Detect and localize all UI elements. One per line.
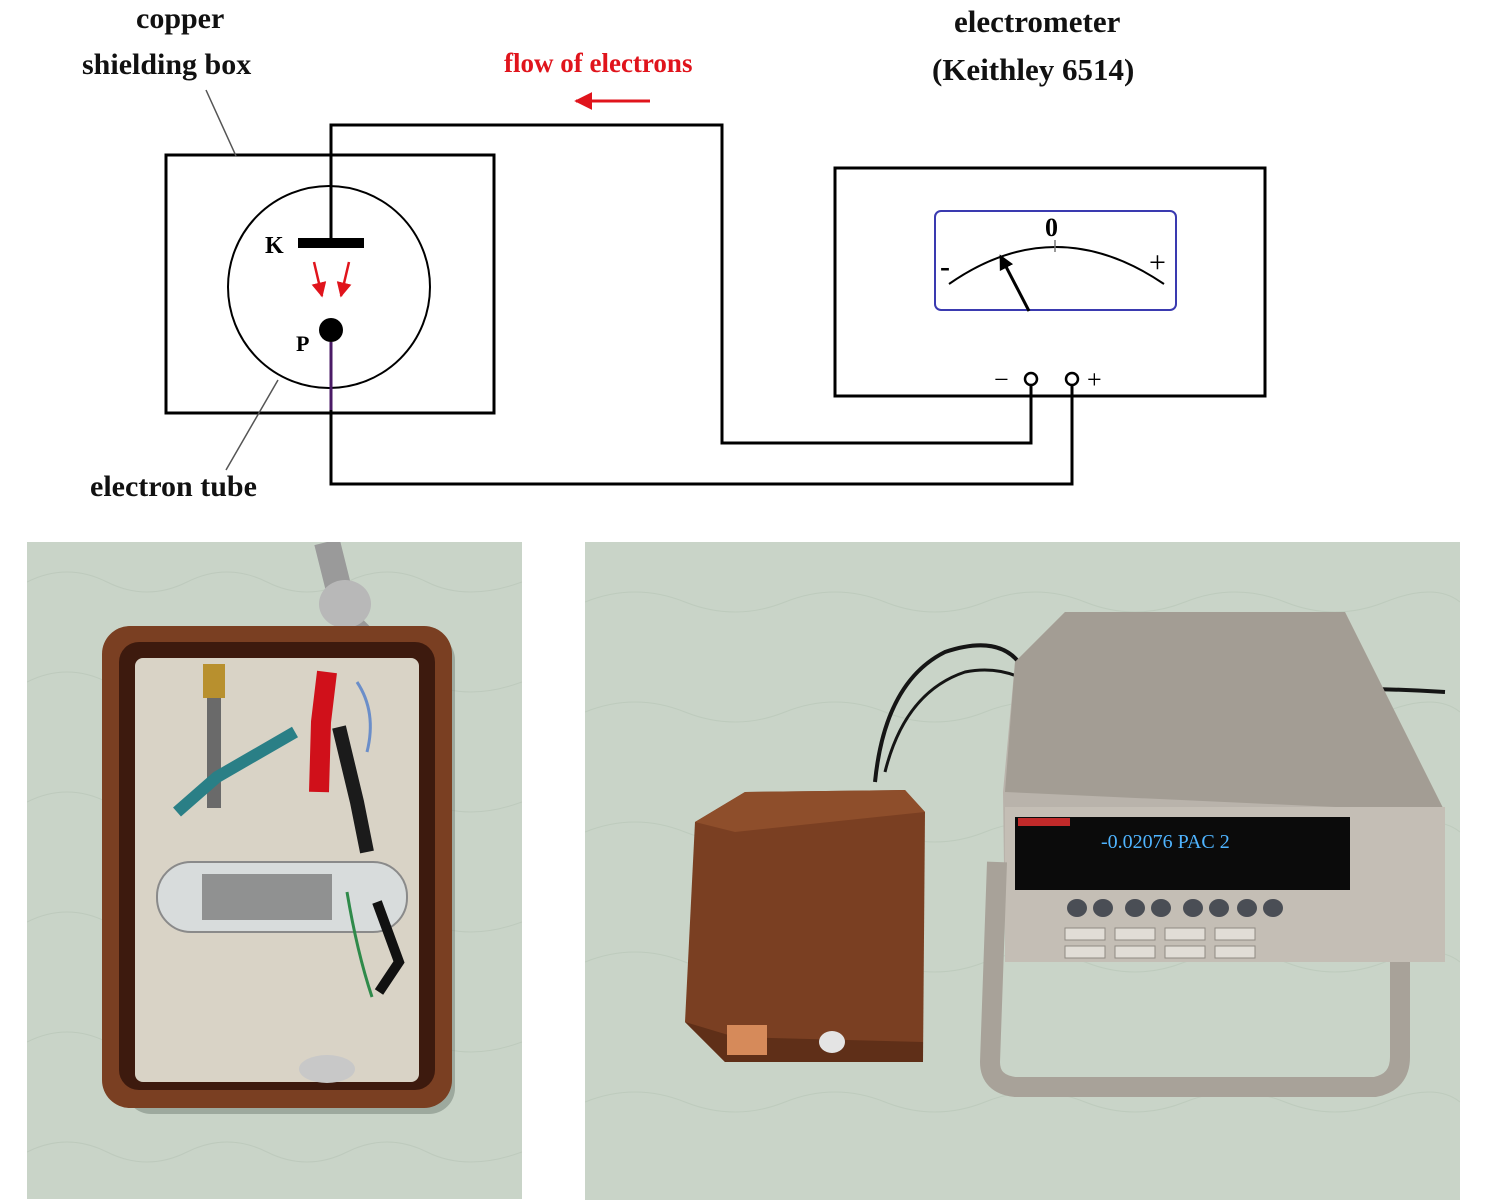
wire-plate <box>329 342 1074 486</box>
gauge-zero-label: 0 <box>1045 213 1058 242</box>
gauge-minus-label: - <box>940 250 950 283</box>
circuit-diagram: K P 0 - + − + <box>164 89 1267 486</box>
electron-tube <box>227 185 431 389</box>
meter-title-line1: electrometer <box>954 4 1121 39</box>
terminal-minus <box>1023 371 1039 387</box>
tube-label: electron tube <box>90 470 257 503</box>
terminal-plus-label: + <box>1087 365 1102 394</box>
gauge-plus-label: + <box>1149 246 1166 279</box>
shield-leader-line <box>205 89 237 157</box>
tube-leader-line <box>225 379 279 471</box>
electrometer-box <box>833 166 1267 398</box>
cathode-plate <box>298 238 364 248</box>
flow-label: flow of electrons <box>504 48 693 78</box>
terminal-plus <box>1064 371 1080 387</box>
photo-open-shielding-box <box>27 542 522 1199</box>
photo-setup-with-electrometer: -0.02076 PAC 2 <box>585 542 1460 1200</box>
wire-cathode <box>329 123 1033 445</box>
emission-arrow-2 <box>336 261 352 298</box>
gauge-needle <box>999 254 1031 312</box>
plate-electrode <box>319 318 343 342</box>
cathode-label: K <box>265 233 284 259</box>
emission-arrow-1 <box>311 261 327 298</box>
plate-label: P <box>296 331 309 356</box>
terminal-minus-label: − <box>994 365 1009 394</box>
meter-gauge <box>934 210 1177 311</box>
shield-label-line2: shielding box <box>82 48 252 81</box>
shield-label-line1: copper <box>136 2 225 35</box>
instrument-display-text: -0.02076 PAC 2 <box>1101 831 1230 853</box>
meter-title-line2: (Keithley 6514) <box>932 52 1135 87</box>
